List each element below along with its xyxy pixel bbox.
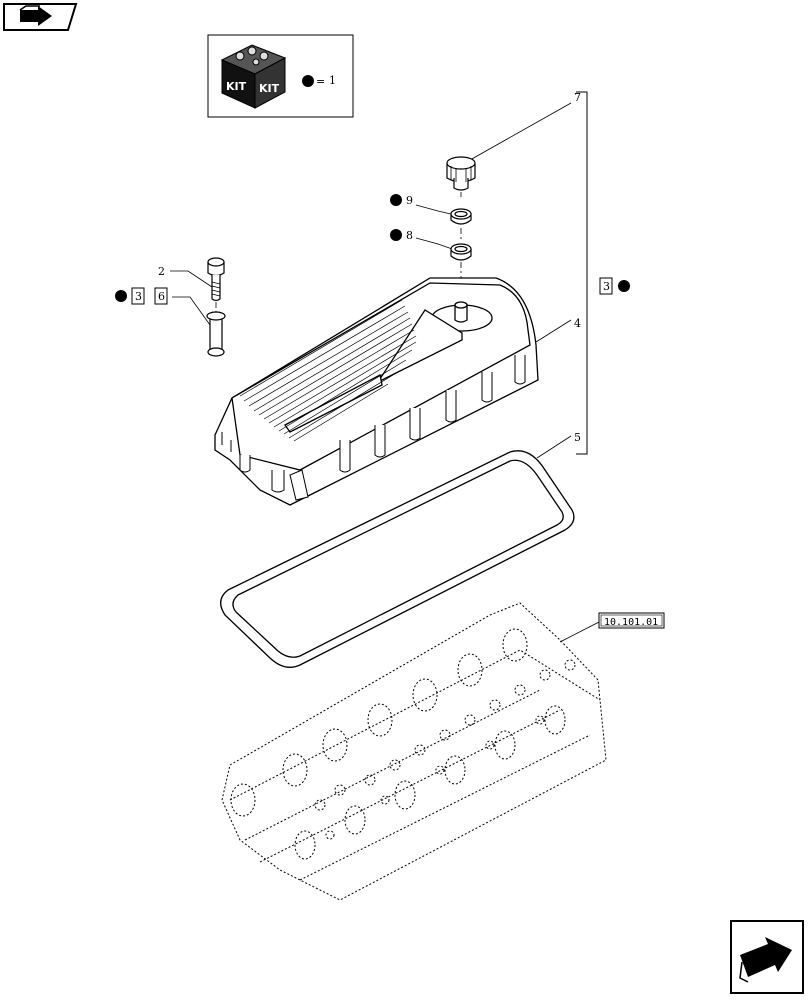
assembly-bracket xyxy=(576,91,588,455)
part-4-valve-cover xyxy=(214,277,539,506)
kit-marker-dot-icon xyxy=(390,194,402,206)
callout-2-label: 2 xyxy=(158,265,165,278)
part-5-gasket xyxy=(220,450,575,668)
nav-back-button[interactable] xyxy=(3,3,78,31)
callout-4-label: 4 xyxy=(574,317,581,330)
nav-next-icon xyxy=(739,937,792,983)
callout-3-right-label: 3 xyxy=(603,280,610,293)
kit-word-right: KIT xyxy=(259,82,280,95)
callout-8: 8 xyxy=(390,229,413,242)
reference-label: 10.101.01 xyxy=(604,617,658,628)
kit-marker-dot-icon xyxy=(618,280,630,292)
part-9-seal xyxy=(450,208,472,225)
callout-3-right: 3 xyxy=(599,277,630,295)
callout-6: 6 xyxy=(154,287,168,305)
callout-5-label: 5 xyxy=(574,431,581,444)
callout-6-label: 6 xyxy=(158,290,165,303)
callout-9-label: 9 xyxy=(406,194,413,207)
kit-word-left: KIT xyxy=(226,80,247,93)
cover-ribs xyxy=(239,299,417,442)
nav-back-icon xyxy=(19,5,52,26)
callout-2: 2 xyxy=(158,265,165,278)
cylinder-head-outline xyxy=(221,602,607,901)
callout-3-left: 3 xyxy=(115,287,145,305)
kit-marker-dot-icon xyxy=(390,229,402,241)
part-7-cap xyxy=(446,156,476,191)
kit-package-icon: KIT KIT xyxy=(220,44,287,109)
callout-7-label: 7 xyxy=(574,91,581,104)
kit-equals-sign: = xyxy=(316,75,325,88)
reference-10-101-01[interactable]: 10.101.01 xyxy=(598,612,665,629)
cover-bosses xyxy=(221,355,526,501)
callout-9: 9 xyxy=(390,194,413,207)
callout-3-left-label: 3 xyxy=(135,290,142,303)
part-8-seal xyxy=(450,243,472,261)
part-2-bolt xyxy=(207,257,225,302)
kit-legend-value: 1 xyxy=(329,74,336,87)
part-6-sleeve xyxy=(206,311,226,357)
nav-next-button[interactable] xyxy=(730,920,804,994)
callout-8-label: 8 xyxy=(406,229,413,242)
kit-legend-box: KIT KIT = 1 xyxy=(207,34,354,118)
kit-marker-dot-icon xyxy=(115,290,127,302)
kit-marker-dot-icon xyxy=(302,75,314,87)
